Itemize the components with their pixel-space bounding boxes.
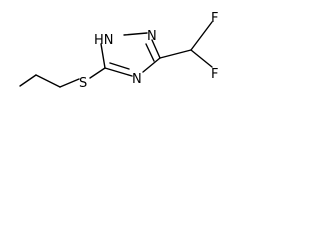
bond-n4-c5-double: [109, 62, 130, 70]
n-bottom-atom-label: N: [132, 72, 142, 87]
nh-atom-label: HN: [94, 33, 114, 48]
bond-n1-n2: [123, 32, 148, 36]
bond-propyl-c1-c2: [19, 74, 37, 87]
bond-n4-c5: [104, 67, 133, 77]
bond-n2-c3-double: [145, 43, 155, 62]
bond-c3-cf2: [159, 49, 192, 59]
sulfur-atom-label: S: [79, 76, 87, 91]
structure-diagram: HN N N S F F: [19, 11, 218, 91]
bond-propyl-c3-s: [59, 78, 80, 88]
bond-s-c5: [89, 67, 106, 79]
bond-cf2-f-top: [190, 21, 213, 51]
fluorine-top-atom-label: F: [211, 11, 218, 26]
bond-cf2-f-bottom: [190, 49, 213, 68]
bond-c3-n4: [142, 57, 161, 73]
fluorine-bottom-atom-label: F: [211, 67, 218, 82]
bond-n2-c3: [151, 39, 161, 59]
n-top-atom-label: N: [147, 29, 157, 44]
bond-propyl-c2-c3: [35, 74, 61, 88]
bond-c5-n1: [100, 43, 106, 69]
